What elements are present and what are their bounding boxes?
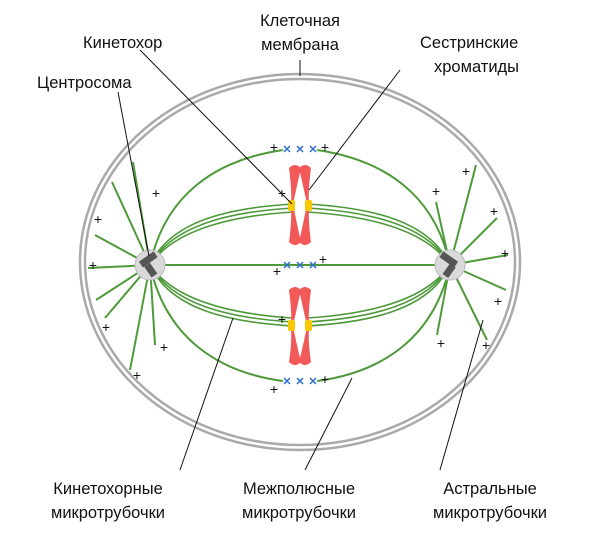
kinetochore-top-right [305, 200, 312, 211]
label-interpolar-mt-line1: Межполюсные [243, 480, 355, 498]
label-kinetochore-mt-line2: микротрубочки [51, 504, 165, 522]
plus-end: + [321, 371, 329, 387]
label-kinetochore: Кинетохор [83, 34, 162, 52]
plus-end: + [152, 185, 160, 201]
plus-end: + [437, 335, 445, 351]
label-membrane-line2: мембрана [261, 36, 340, 54]
plus-end: + [501, 245, 509, 261]
label-interpolar-mt-line2: микротрубочки [242, 504, 356, 522]
kinetochore-top-left [288, 200, 295, 211]
leader-kinetochore-mt [179, 317, 234, 471]
plus-end: + [319, 251, 327, 267]
plus-end: + [490, 203, 498, 219]
kinetochore-microtubules [149, 203, 451, 327]
cell-membrane-inner [83, 77, 517, 447]
kinetochore-bottom-left [288, 320, 295, 331]
plus-end: + [278, 185, 286, 201]
crosslink-bottom [283, 377, 317, 385]
labels: Клеточная мембрана Кинетохор Сестринские… [37, 12, 547, 522]
label-sister-chromatids-line2: хроматиды [434, 58, 519, 76]
plus-end: + [270, 139, 278, 155]
plus-end: + [94, 211, 102, 227]
leader-astral-mt [439, 319, 484, 471]
crosslink-top [283, 145, 317, 153]
leader-centrosome [117, 91, 150, 257]
label-centrosome: Центросома [37, 74, 132, 92]
plus-end: + [432, 183, 440, 199]
plus-end: + [321, 139, 329, 155]
leader-sister-chromatids [308, 69, 401, 191]
plus-ends: + + + + + + + + + + + + + + + + + + + + … [89, 139, 509, 397]
plus-end: + [482, 337, 490, 353]
crosslinks [283, 145, 317, 385]
kinetochore-bottom-right [305, 320, 312, 331]
interpolar-microtubules [149, 149, 451, 382]
plus-end: + [462, 163, 470, 179]
plus-end: + [102, 319, 110, 335]
crosslink-middle [283, 261, 317, 269]
label-astral-mt-line1: Астральные [443, 480, 537, 498]
plus-end: + [160, 339, 168, 355]
plus-end: + [133, 367, 141, 383]
plus-end: + [270, 381, 278, 397]
label-sister-chromatids-line1: Сестринские [420, 34, 518, 52]
leader-interpolar-mt [304, 377, 353, 471]
plus-end: + [273, 263, 281, 279]
chromosome-top [288, 165, 312, 245]
label-kinetochore-mt-line1: Кинетохорные [53, 480, 163, 498]
centrosome-right [434, 249, 466, 281]
leader-lines [117, 49, 484, 471]
centrosome-left [134, 249, 166, 281]
plus-end: + [278, 311, 286, 327]
plus-end: + [494, 293, 502, 309]
chromosome-bottom [288, 287, 312, 365]
label-membrane-line1: Клеточная [260, 12, 340, 30]
plus-end: + [89, 257, 97, 273]
leader-kinetochore [139, 49, 293, 205]
label-astral-mt-line2: микротрубочки [433, 504, 547, 522]
